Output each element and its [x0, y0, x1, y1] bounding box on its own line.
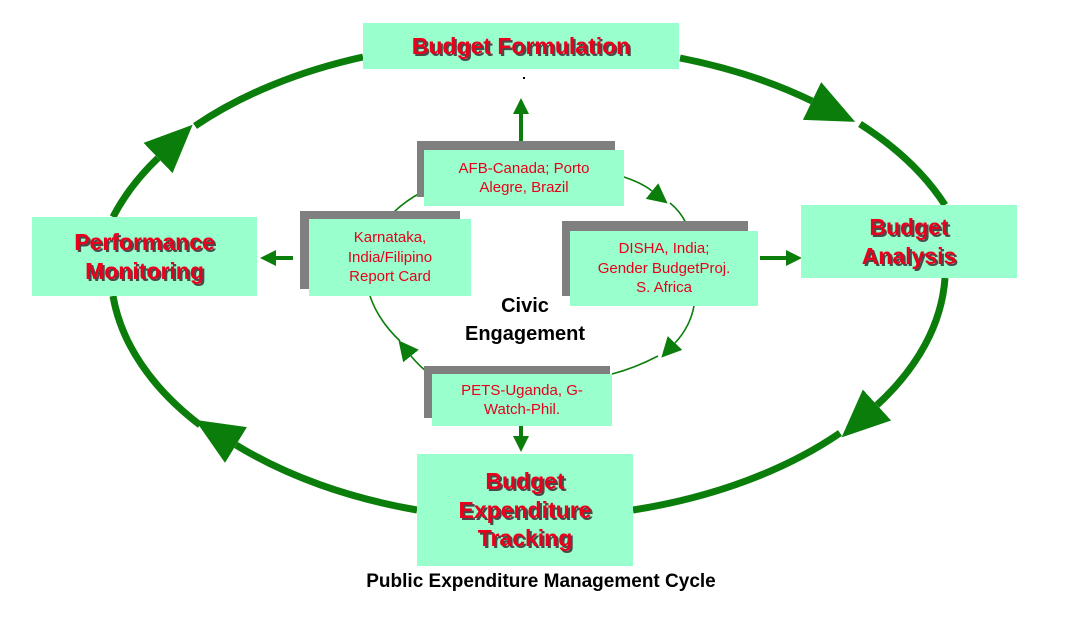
outer-arc-formulation-to-analysis	[679, 54, 856, 122]
stage-budget-formulation: Budget Formulation	[363, 23, 679, 69]
inner-arc-3	[661, 305, 695, 358]
example-bottom-text: PETS-Uganda, G- Watch-Phil.	[461, 381, 583, 419]
diagram-caption: Public Expenditure Management Cycle	[366, 571, 716, 592]
example-left-text: Karnataka, India/Filipino Report Card	[347, 229, 433, 286]
inner-arc-6	[369, 295, 401, 342]
example-left: Karnataka, India/Filipino Report Card	[309, 219, 471, 296]
civic-engagement-label: Civic Engagement	[464, 295, 586, 345]
stage-budget-analysis: Budget Analysis	[801, 205, 1017, 278]
example-bottom: PETS-Uganda, G- Watch-Phil.	[432, 374, 612, 426]
example-top: AFB-Canada; Porto Alegre, Brazil	[424, 150, 624, 206]
outer-arc-to-analysis-box	[858, 121, 948, 207]
stage-budget-expenditure-tracking-label: Budget Expenditure Tracking	[458, 467, 592, 552]
outer-arc-analysis-to-tracking	[841, 277, 949, 438]
example-top-text: AFB-Canada; Porto Alegre, Brazil	[458, 159, 590, 197]
stage-performance-monitoring-label: Performance Monitoring	[74, 228, 215, 284]
outer-arc-to-monitoring-box	[109, 295, 203, 428]
outer-arc-monitoring-to-formulation	[109, 124, 193, 219]
outer-arc-to-formulation-box	[193, 53, 364, 129]
example-right-text: DISHA, India; Gender BudgetProj. S. Afri…	[597, 240, 731, 297]
stage-budget-formulation-label: Budget Formulation	[411, 32, 631, 59]
stage-budget-expenditure-tracking: Budget Expenditure Tracking	[417, 454, 633, 566]
outer-arc-to-tracking-box	[632, 430, 842, 514]
stage-performance-monitoring: Performance Monitoring	[32, 217, 257, 296]
inner-arc-2	[669, 202, 687, 224]
outer-arc-tracking-to-monitoring	[195, 419, 418, 514]
stray-dot	[523, 77, 525, 79]
inner-arc-1	[623, 176, 668, 204]
outer-cycle	[109, 53, 949, 514]
stage-budget-analysis-label: Budget Analysis	[861, 213, 957, 269]
example-right: DISHA, India; Gender BudgetProj. S. Afri…	[570, 231, 758, 306]
inner-arc-4	[611, 355, 659, 375]
